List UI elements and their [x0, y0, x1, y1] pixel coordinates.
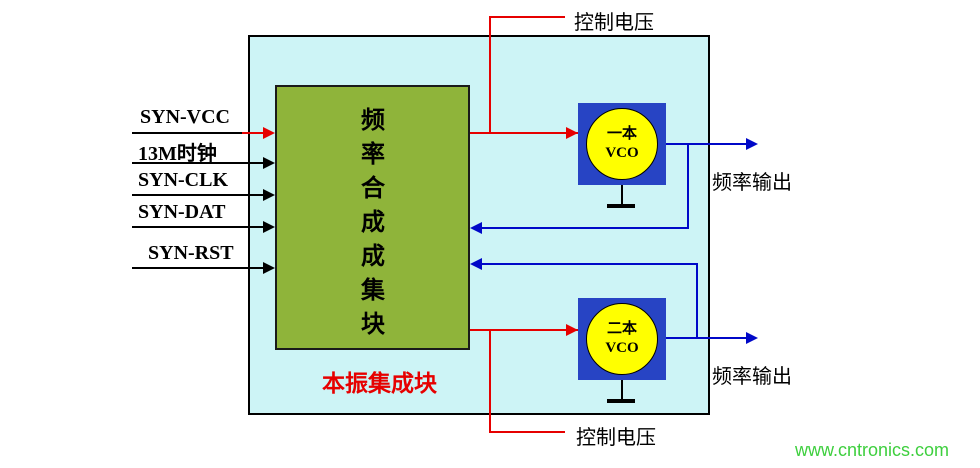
arrow-right-icon	[566, 324, 578, 336]
oscillator-module-label: 本振集成块	[322, 371, 437, 396]
synthesizer-block-label: 频率合成成集块	[361, 108, 385, 338]
control-voltage-label-top: 控制电压	[574, 12, 654, 34]
feedback-wire-bottom	[482, 263, 698, 265]
input-label-13m-clock: 13M时钟	[138, 143, 217, 165]
arrow-left-icon	[470, 258, 482, 270]
freq-output-label-top: 频率输出	[712, 172, 792, 194]
feedback-wire-bottom-riser	[696, 264, 698, 339]
vco2-circle: 二本 VCO	[586, 303, 658, 375]
vco2-block: 二本 VCO	[578, 298, 666, 380]
feedback-wire-top-riser	[687, 143, 689, 229]
synthesizer-block	[275, 85, 470, 350]
feedback-wire-top	[482, 227, 689, 229]
freq-output-label-bottom: 频率输出	[712, 366, 792, 388]
vco1-circle: 一本 VCO	[586, 108, 658, 180]
ground-icon	[607, 204, 635, 208]
vco1-type: VCO	[605, 145, 639, 161]
control-voltage-wire-bottom-riser	[489, 329, 491, 433]
input-label-syn-rst: SYN-RST	[148, 242, 234, 264]
input-wire-syn-clk	[132, 194, 264, 196]
input-wire-syn-vcc-red	[242, 132, 264, 134]
control-voltage-wire-bottom-stub	[489, 431, 565, 433]
arrow-right-icon	[566, 127, 578, 139]
control-voltage-wire-top-stub	[489, 16, 565, 18]
input-label-syn-vcc: SYN-VCC	[140, 106, 230, 128]
control-voltage-wire-top-riser	[489, 16, 491, 134]
arrow-right-icon	[746, 332, 758, 344]
control-voltage-wire-bottom	[470, 329, 578, 331]
vco1-name: 一本	[606, 126, 637, 142]
input-wire-syn-dat	[132, 226, 264, 228]
input-label-syn-clk: SYN-CLK	[138, 169, 229, 191]
arrow-left-icon	[470, 222, 482, 234]
arrow-right-icon	[746, 138, 758, 150]
arrow-right-icon	[263, 157, 275, 169]
input-wire-syn-rst	[132, 267, 264, 269]
ground-icon	[621, 185, 623, 205]
input-label-syn-dat: SYN-DAT	[138, 201, 226, 223]
watermark: www.cntronics.com	[795, 440, 950, 460]
control-voltage-wire-top	[470, 132, 578, 134]
input-wire-13m-clock	[132, 162, 264, 164]
vco2-type: VCO	[605, 340, 639, 356]
arrow-right-icon	[263, 127, 275, 139]
ground-icon	[621, 380, 623, 400]
arrow-right-icon	[263, 221, 275, 233]
input-wire-syn-vcc	[132, 132, 242, 134]
vco1-block: 一本 VCO	[578, 103, 666, 185]
vco2-name: 二本	[606, 321, 637, 337]
freq-output-wire-bottom	[666, 337, 748, 339]
freq-output-wire-top	[666, 143, 748, 145]
control-voltage-label-bottom: 控制电压	[576, 427, 656, 449]
ground-icon	[607, 399, 635, 403]
arrow-right-icon	[263, 262, 275, 274]
arrow-right-icon	[263, 189, 275, 201]
